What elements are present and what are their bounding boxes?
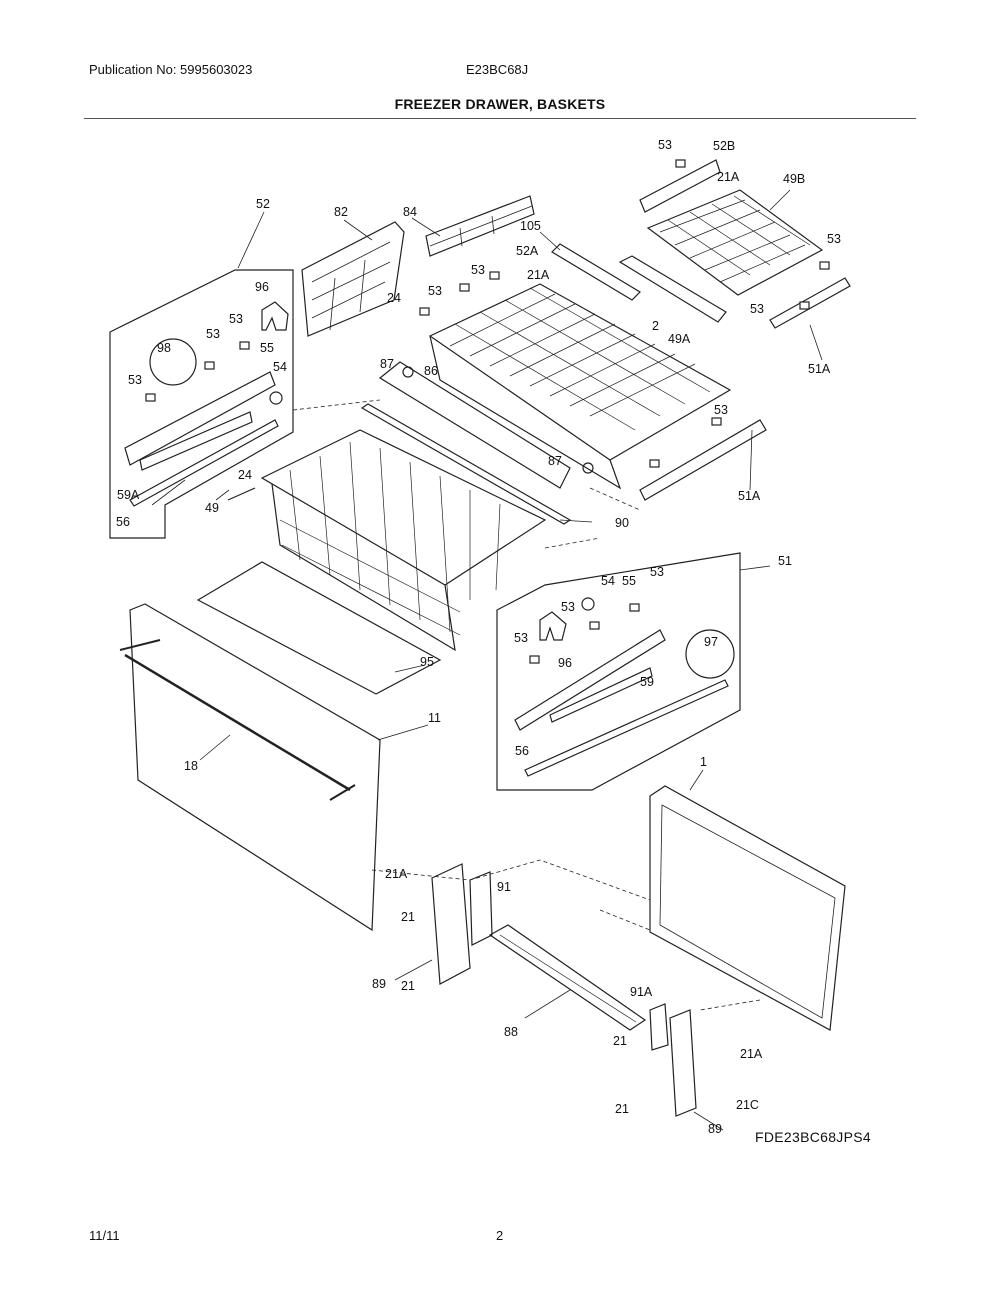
- footer-date: 11/11: [89, 1228, 120, 1243]
- callout: 88: [504, 1025, 518, 1039]
- callout: 95: [420, 655, 434, 669]
- callout: 21: [613, 1034, 627, 1048]
- callout: 89: [708, 1122, 722, 1136]
- callout: 91: [497, 880, 511, 894]
- callout: 1: [700, 755, 707, 769]
- callout: 86: [424, 364, 438, 378]
- door-liner-1: [649, 785, 846, 1031]
- callout: 53: [206, 327, 220, 341]
- callout: 56: [116, 515, 130, 529]
- callout: 56: [515, 744, 529, 758]
- callout: 54: [273, 360, 287, 374]
- callout: 55: [622, 574, 636, 588]
- callout: 49A: [668, 332, 691, 346]
- callout: 24: [387, 291, 401, 305]
- detail-98-magnifier: [149, 338, 197, 386]
- callout: 87: [548, 454, 562, 468]
- callout: 51A: [738, 489, 761, 503]
- callout: 52: [256, 197, 270, 211]
- callout: 21A: [740, 1047, 763, 1061]
- callout: 53: [658, 138, 672, 152]
- bracket-52b: [639, 159, 721, 213]
- callout: 84: [403, 205, 417, 219]
- part-105: [551, 243, 641, 301]
- lower-basket-49: [260, 429, 547, 586]
- divider-82: [301, 221, 405, 337]
- bracket-91: [469, 871, 493, 946]
- callout: 97: [704, 635, 718, 649]
- callout: 53: [650, 565, 664, 579]
- callout: 105: [520, 219, 541, 233]
- left-inset-frame: [109, 269, 294, 539]
- page-number: 2: [496, 1228, 504, 1243]
- rod-90: [360, 403, 572, 525]
- callout: 21: [615, 1102, 629, 1116]
- diagram-code: FDE23BC68JPS4: [755, 1129, 871, 1145]
- rail-88: [488, 924, 647, 1031]
- callout: 54: [601, 574, 615, 588]
- callout: 59A: [117, 488, 140, 502]
- callout-labels: 53 52B 21A 49B 53 52 82 84 105 52A 53 53…: [116, 138, 841, 1136]
- tray-95: [196, 561, 442, 695]
- callout: 87: [380, 357, 394, 371]
- callout: 11: [428, 711, 441, 725]
- callout: 18: [184, 759, 198, 773]
- callout: 52A: [516, 244, 539, 258]
- frame-86: [378, 361, 571, 489]
- bracket-91a: [649, 1003, 669, 1051]
- callout: 89: [372, 977, 386, 991]
- callout: 21C: [736, 1098, 759, 1112]
- callout: 90: [615, 516, 629, 530]
- callout: 49B: [783, 172, 805, 186]
- drawer-front-11: [129, 603, 381, 932]
- callout: 51: [778, 554, 792, 568]
- callout: 2: [652, 319, 659, 333]
- callout: 91A: [630, 985, 653, 999]
- callout: 55: [260, 341, 274, 355]
- callout: 52B: [713, 139, 735, 153]
- detail-97-magnifier: [685, 629, 735, 679]
- callout: 21A: [385, 867, 408, 881]
- right-inset-frame: [496, 552, 741, 791]
- callout: 51A: [808, 362, 831, 376]
- middle-basket-49a: [428, 283, 732, 461]
- callout: 53: [128, 373, 142, 387]
- callout: 53: [428, 284, 442, 298]
- callout: 53: [561, 600, 575, 614]
- publication-number: Publication No: 5995603023: [89, 62, 253, 77]
- callout: 53: [827, 232, 841, 246]
- callout: 59: [640, 675, 654, 689]
- callout: 53: [514, 631, 528, 645]
- callout: 53: [471, 263, 485, 277]
- divider-84: [425, 195, 535, 257]
- callout: 21A: [717, 170, 740, 184]
- callout: 21: [401, 910, 415, 924]
- callout: 98: [157, 341, 171, 355]
- callout: 96: [558, 656, 572, 670]
- callout: 49: [205, 501, 219, 515]
- callout: 53: [229, 312, 243, 326]
- header-divider: [84, 118, 916, 119]
- callout: 96: [255, 280, 269, 294]
- upper-basket-49b: [646, 189, 824, 296]
- page-title: FREEZER DRAWER, BASKETS: [394, 96, 606, 112]
- callout: 53: [714, 403, 728, 417]
- part-2: [618, 255, 727, 323]
- callout: 21: [401, 979, 415, 993]
- model-number: E23BC68J: [466, 62, 529, 77]
- callout: 24: [238, 468, 252, 482]
- callout: 82: [334, 205, 348, 219]
- callout: 21A: [527, 268, 550, 282]
- callout: 53: [750, 302, 764, 316]
- bracket-89-left: [431, 863, 471, 985]
- bracket-89-right: [669, 1009, 697, 1117]
